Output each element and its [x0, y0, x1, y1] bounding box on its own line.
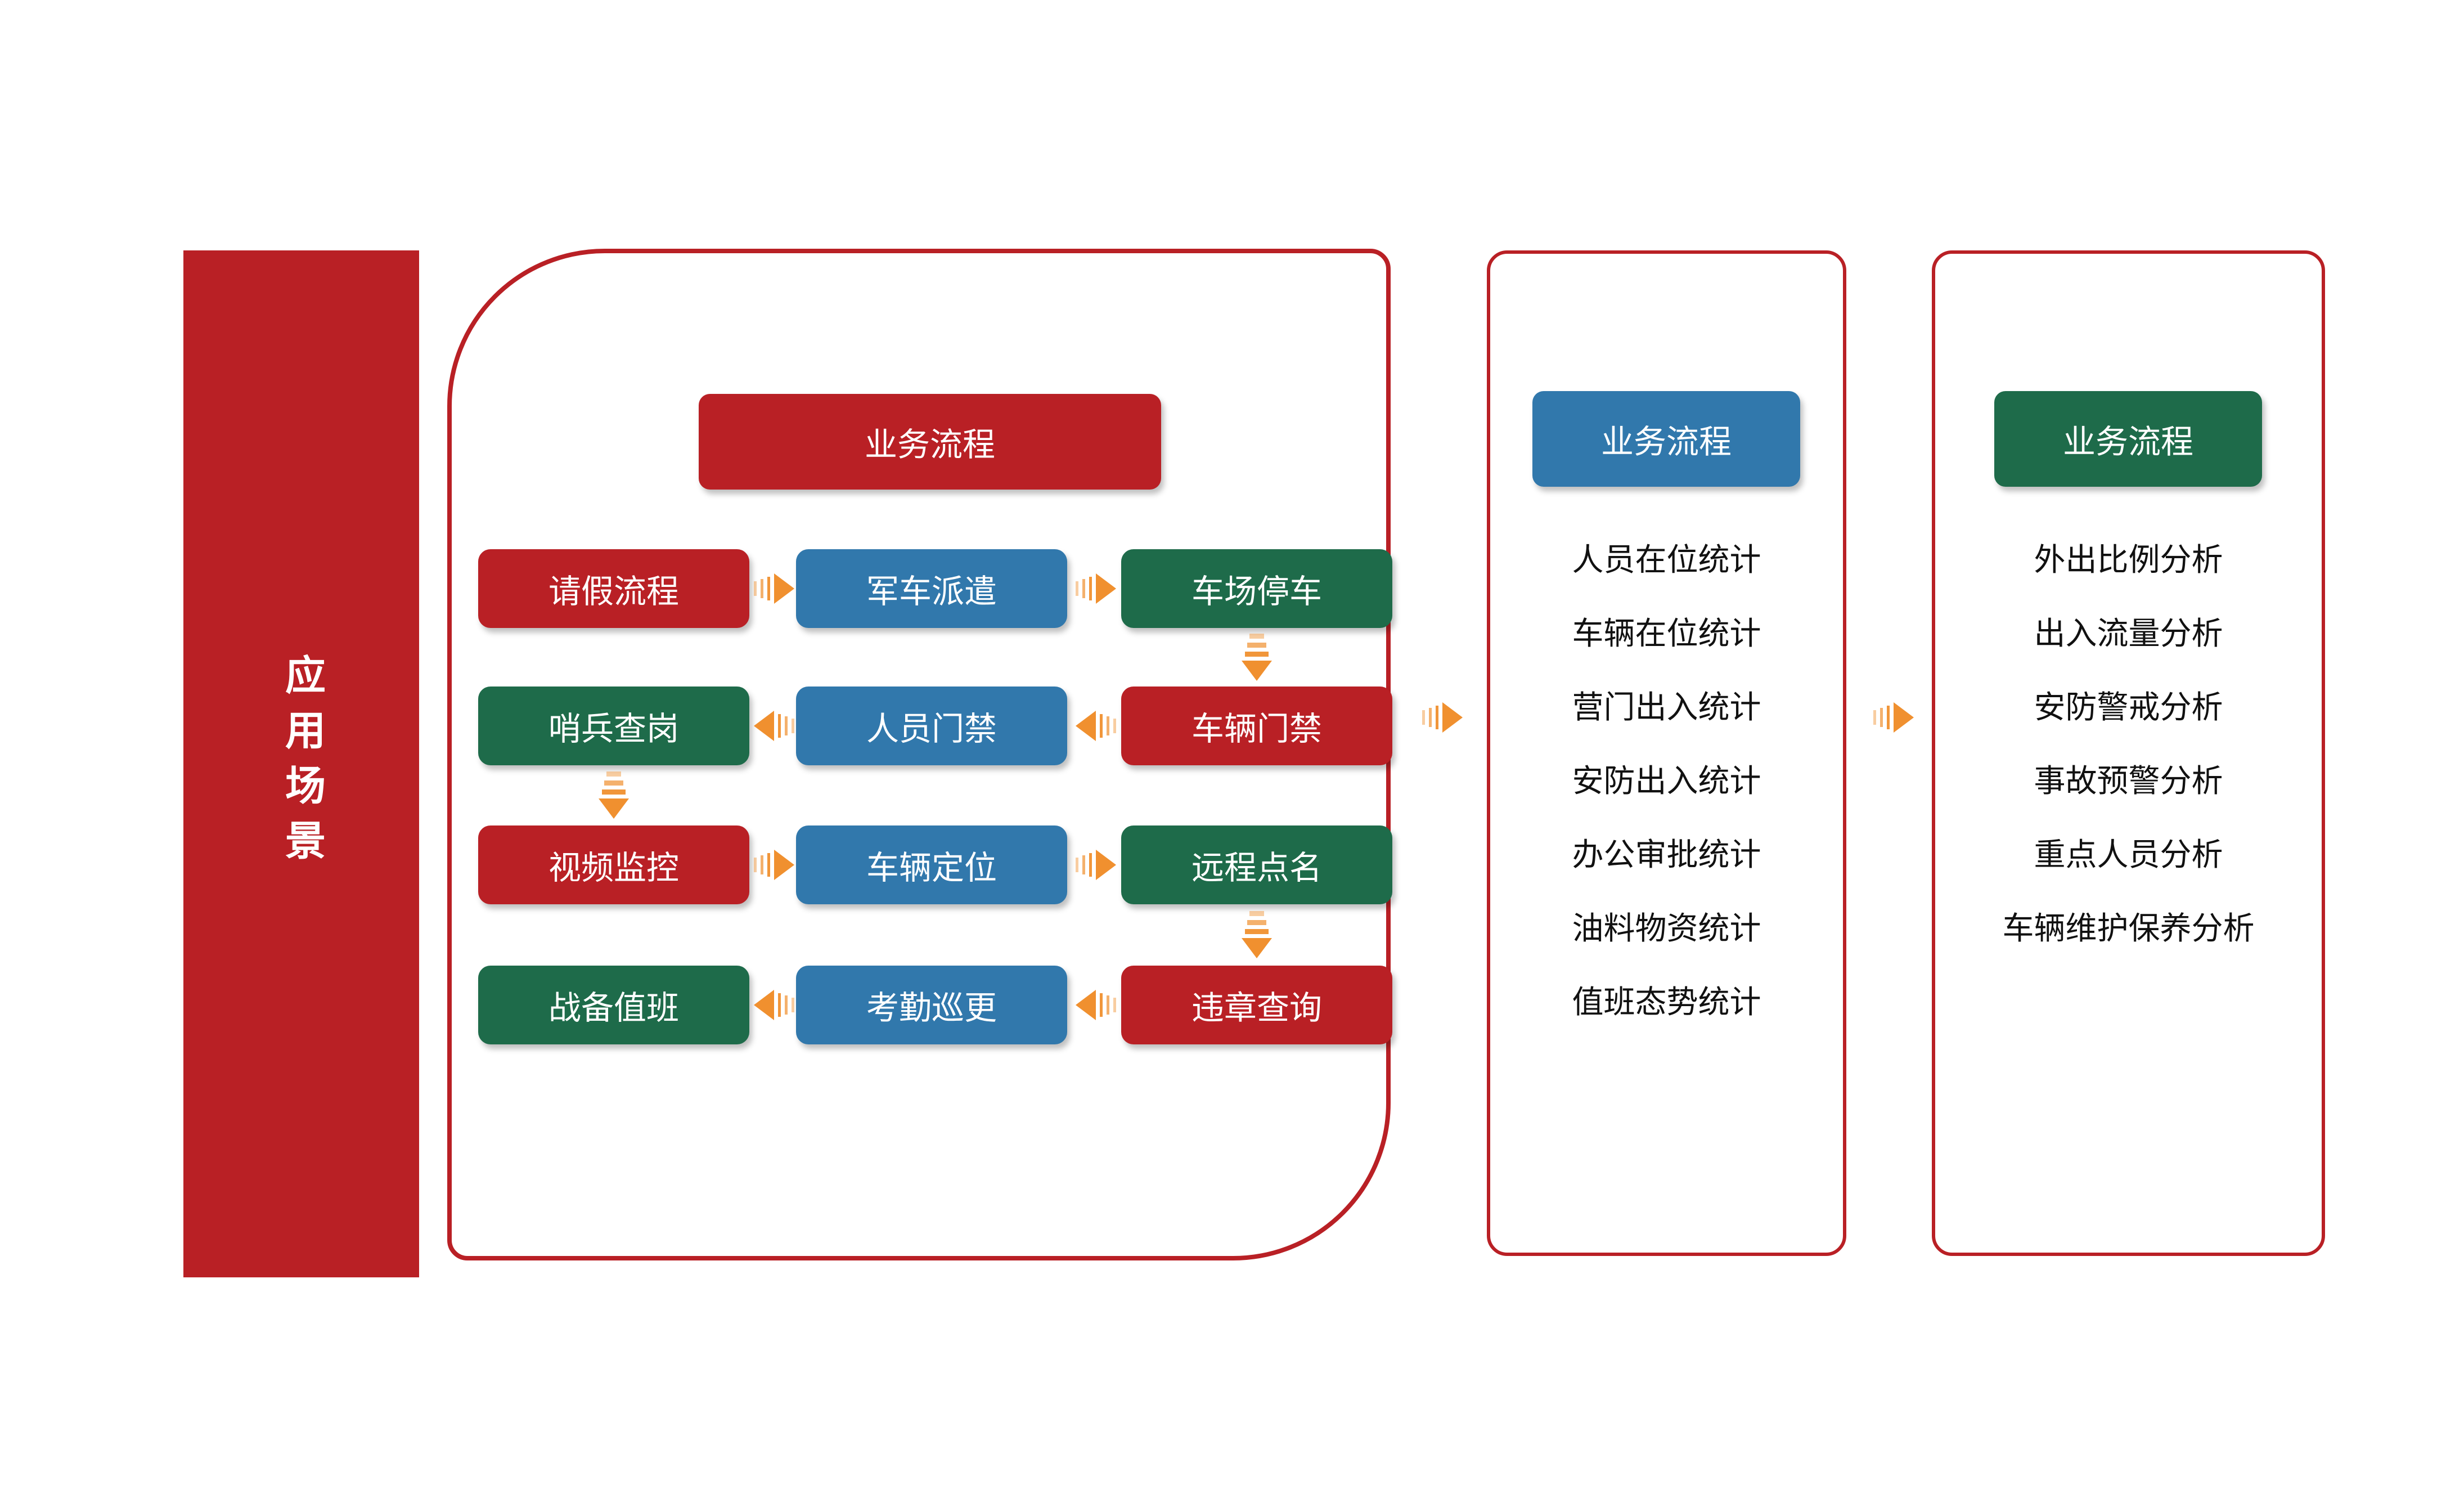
- list-item: 人员在位统计: [1572, 542, 1761, 577]
- arrow-right-icon: [1076, 573, 1116, 604]
- flow-box: 视频监控: [478, 825, 749, 904]
- list-item: 营门出入统计: [1572, 689, 1761, 725]
- analysis-list: 外出比例分析 出入流量分析 安防警戒分析 事故预警分析 重点人员分析 车辆维护保…: [1932, 521, 2325, 963]
- application-scenario-bar: 应用场景: [183, 250, 419, 1277]
- application-scenario-label: 应用场景: [278, 653, 324, 874]
- flow-box: 请假流程: [478, 549, 749, 628]
- arrow-right-icon: [754, 573, 794, 604]
- arrow-left-icon: [1076, 710, 1116, 742]
- list-item: 事故预警分析: [2034, 763, 2223, 798]
- analysis-panel-header: 业务流程: [1994, 391, 2262, 487]
- list-item: 车辆维护保养分析: [2002, 910, 2255, 946]
- flow-box: 车辆定位: [796, 825, 1067, 904]
- list-item: 油料物资统计: [1572, 910, 1761, 946]
- flow-box: 车辆门禁: [1121, 687, 1392, 765]
- list-item: 值班态势统计: [1572, 984, 1761, 1020]
- arrow-right-icon: [1873, 702, 1914, 733]
- arrow-left-icon: [754, 989, 794, 1021]
- list-item: 重点人员分析: [2034, 837, 2223, 872]
- arrow-right-icon: [1422, 702, 1463, 733]
- arrow-right-icon: [754, 849, 794, 881]
- flow-box: 军车派遣: [796, 549, 1067, 628]
- flow-box: 远程点名: [1121, 825, 1392, 904]
- stats-panel-header: 业务流程: [1532, 391, 1800, 487]
- arrow-down-icon: [1241, 907, 1273, 963]
- flow-box: 车场停车: [1121, 549, 1392, 628]
- flow-panel-header: 业务流程: [699, 394, 1161, 490]
- list-item: 外出比例分析: [2034, 542, 2223, 577]
- flow-box: 战备值班: [478, 966, 749, 1044]
- flow-box: 哨兵查岗: [478, 687, 749, 765]
- flow-box: 人员门禁: [796, 687, 1067, 765]
- list-item: 车辆在位统计: [1572, 616, 1761, 651]
- list-item: 办公审批统计: [1572, 837, 1761, 872]
- arrow-right-icon: [1076, 849, 1116, 881]
- list-item: 安防警戒分析: [2034, 689, 2223, 725]
- flow-box: 违章查询: [1121, 966, 1392, 1044]
- list-item: 出入流量分析: [2034, 616, 2223, 651]
- arrow-down-icon: [1241, 629, 1273, 685]
- arrow-down-icon: [598, 767, 630, 823]
- arrow-left-icon: [1076, 989, 1116, 1021]
- flow-box: 考勤巡更: [796, 966, 1067, 1044]
- arrow-left-icon: [754, 710, 794, 742]
- list-item: 安防出入统计: [1572, 763, 1761, 798]
- stats-list: 人员在位统计 车辆在位统计 营门出入统计 安防出入统计 办公审批统计 油料物资统…: [1487, 521, 1846, 1037]
